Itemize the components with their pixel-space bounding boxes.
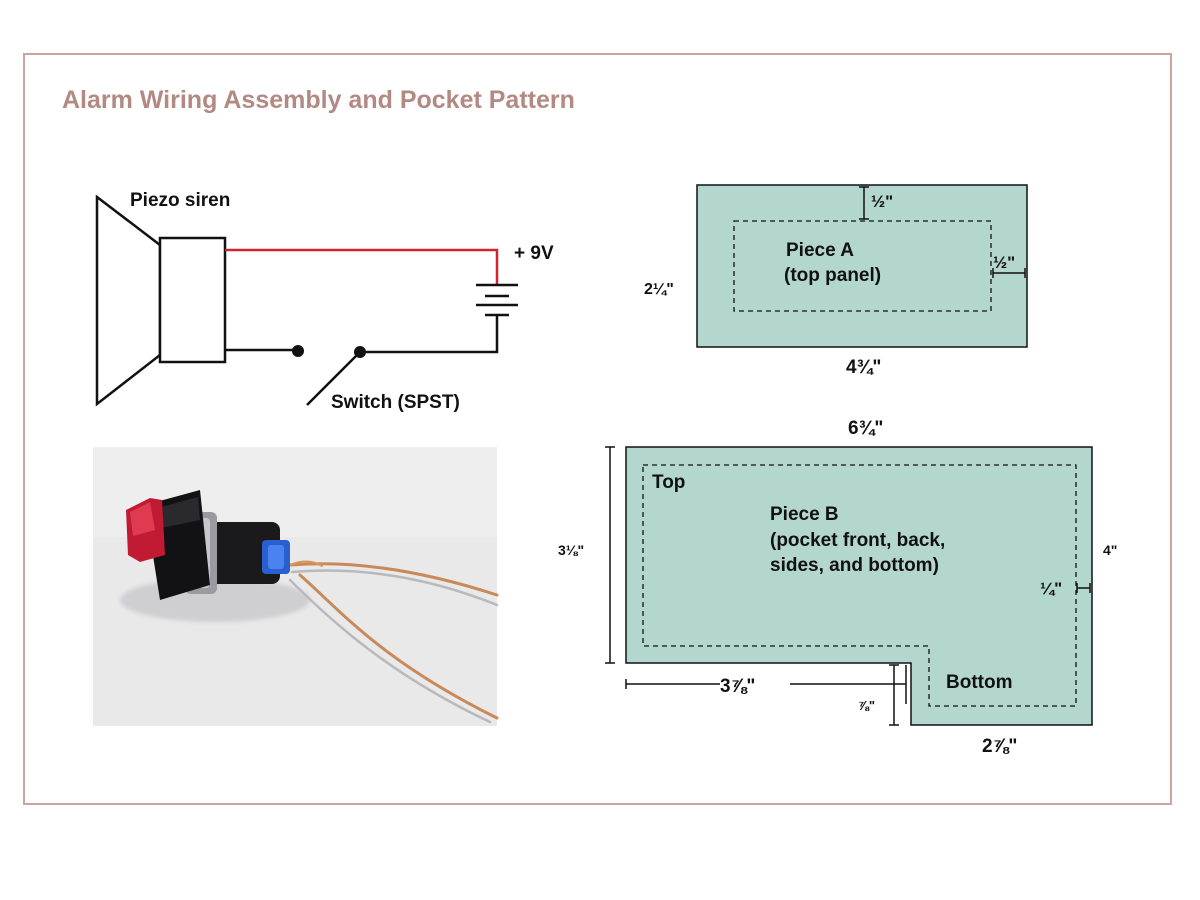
- piece-b-desc-line2: sides, and bottom): [770, 555, 939, 576]
- piece-b-height-left: 3⅛": [558, 542, 584, 558]
- piece-b-seam: ¼": [1040, 579, 1062, 598]
- battery-label: + 9V: [514, 243, 554, 264]
- black-wire-battery: [360, 315, 499, 354]
- piece-b-top-label: Top: [652, 472, 685, 493]
- red-wire: [225, 248, 499, 285]
- piece-a-outline: [696, 184, 1028, 348]
- piece-b-width-bottom-left: 3⅞": [720, 676, 755, 697]
- battery-symbol: [476, 283, 518, 317]
- piece-a-desc: (top panel): [784, 265, 881, 286]
- piece-b-pattern: Top Piece B (pocket front, back, sides, …: [558, 418, 1117, 757]
- piece-a-pattern: ½" ½" Piece A (top panel) 2¼" 4¾": [644, 184, 1028, 378]
- switch-contact-left: [292, 345, 304, 357]
- switch-label: Switch (SPST): [331, 392, 460, 413]
- siren-body: [158, 236, 227, 364]
- siren-label: Piezo siren: [130, 190, 230, 211]
- piece-b-width-top: 6¾": [848, 418, 883, 439]
- piece-b-width-bottom: 2⅞": [982, 736, 1017, 757]
- piece-a-seam-top: ½": [871, 192, 893, 211]
- switch-lever: [306, 351, 361, 406]
- siren-horn: [95, 194, 162, 407]
- piece-a-seam-right: ½": [993, 253, 1015, 272]
- piece-a-height: 2¼": [644, 281, 674, 298]
- piece-b-name: Piece B: [770, 504, 839, 525]
- piece-b-bottom-label: Bottom: [946, 672, 1012, 693]
- wiring-schematic: Piezo siren + 9V Switch (SPST): [95, 190, 554, 413]
- figure-frame: [23, 53, 1172, 805]
- piece-b-desc-line1: (pocket front, back,: [770, 530, 945, 551]
- piece-a-width: 4¾": [846, 357, 881, 378]
- piece-b-outline: [625, 446, 1093, 726]
- switch-photo: [93, 447, 499, 726]
- piece-a-name: Piece A: [786, 240, 854, 261]
- piece-a-seam-line: [733, 220, 992, 312]
- figure-title: Alarm Wiring Assembly and Pocket Pattern: [62, 86, 575, 114]
- piece-b-seam-line: [642, 464, 1077, 707]
- piece-b-notch-height: ⅞": [858, 698, 875, 713]
- piece-b-height-right: 4": [1103, 542, 1117, 558]
